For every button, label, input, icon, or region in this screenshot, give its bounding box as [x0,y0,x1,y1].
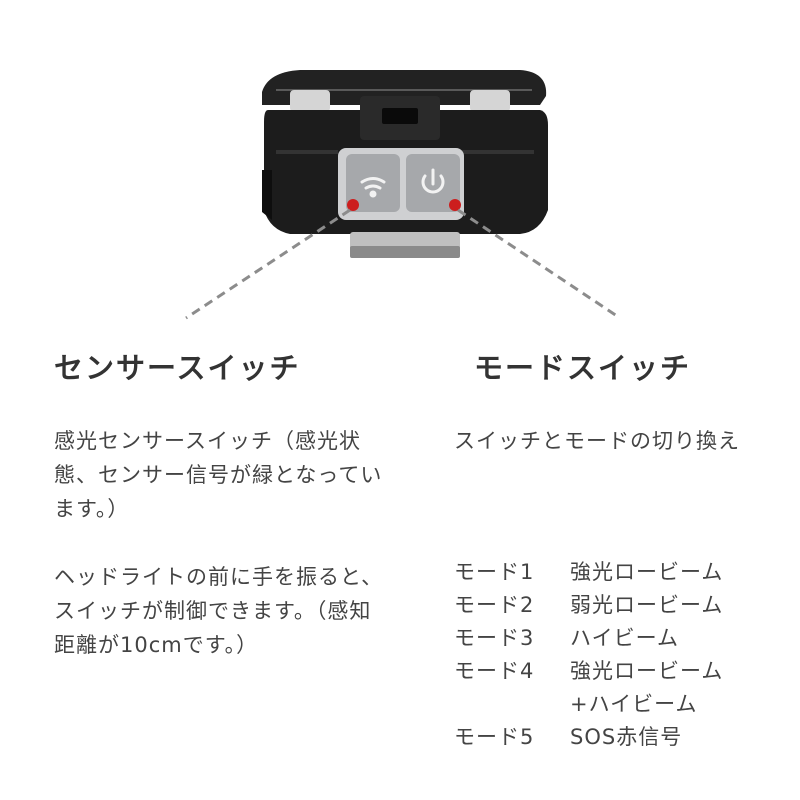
top-clip-slot [382,108,418,124]
mode-line: 強光ロービーム [570,560,724,584]
sensor-indicator-dot [347,199,359,211]
mode-switch-heading: モードスイッチ [474,351,692,385]
mode-indicator-dot [449,199,461,211]
mode-description: ハイビーム [570,622,679,655]
mode-line: ハイビーム [570,626,679,650]
power-icon [421,168,445,194]
mode-item: モード5 SOS赤信号 [454,721,794,754]
mode-item: モード3 ハイビーム [454,622,794,655]
mode-line: SOS赤信号 [570,725,683,749]
lens-strip-shade [350,246,460,258]
mode-line: 弱光ロービーム [570,593,724,617]
sensor-switch-description: 感光センサースイッチ（感光状態、センサー信号が緑となっています。） [54,429,383,521]
mode-name: モード5 [454,725,535,749]
sensor-pointer-line [185,208,351,320]
mode-line: +ハイビーム [570,692,698,716]
mode-item: モード1 強光ロービーム [454,556,794,589]
mode-name: モード3 [454,626,535,650]
mode-item: モード4 強光ロービーム +ハイビーム [454,655,794,721]
mode-description: 弱光ロービーム [570,589,723,622]
mode-name: モード4 [454,659,535,683]
housing-side-left [262,170,272,220]
mode-name: モード2 [454,593,535,617]
mode-pointer-line [457,208,621,320]
headlamp-device-illustration [185,70,621,320]
mode-description: 強光ロービーム +ハイビーム [570,655,723,721]
mode-item: モード2 弱光ロービーム [454,589,794,622]
housing-groove [462,150,534,154]
mode-switch-description: スイッチとモードの切り換え [454,429,740,453]
sensor-button[interactable] [346,154,400,212]
mode-description: 強光ロービーム [570,556,723,589]
mount-bracket-right [470,90,510,112]
mode-line: 強光ロービーム [570,659,724,683]
sensor-wave-icon [360,177,386,198]
mode-name: モード1 [454,560,535,584]
mount-bracket-left [290,90,330,112]
sensor-switch-heading: センサースイッチ [54,351,301,385]
mode-list: モード1 強光ロービーム モード2 弱光ロービーム モード3 ハイビーム モード… [454,556,794,754]
sensor-switch-usage: ヘッドライトの前に手を振ると、スイッチが制御できます。（感知距離が10cmです。… [54,565,384,657]
mode-description: SOS赤信号 [570,721,682,754]
housing-groove [276,150,338,154]
